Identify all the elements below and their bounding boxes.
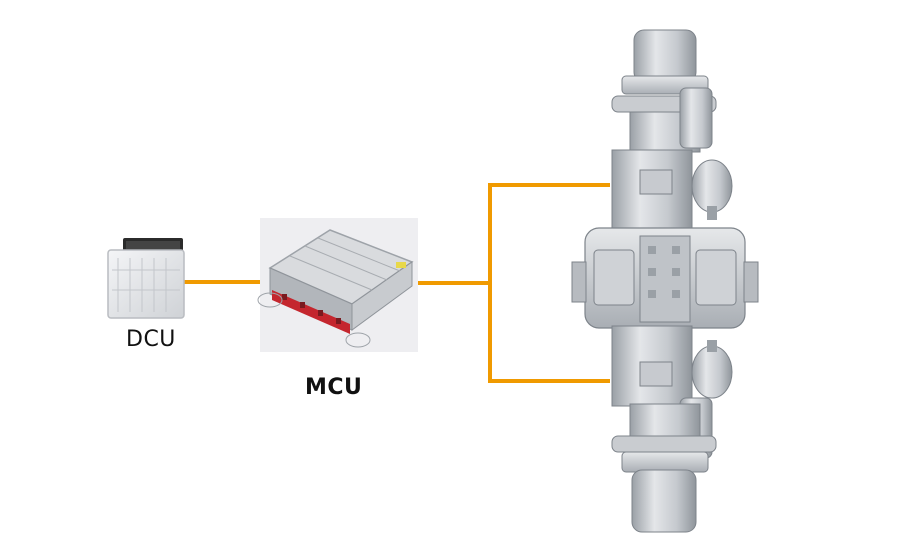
dcu-housing xyxy=(107,249,185,319)
dcu-unit xyxy=(107,238,185,319)
bottom-brake-chamber xyxy=(691,345,733,399)
bottom-wheel-hub xyxy=(631,469,697,533)
dcu-label: DCU xyxy=(126,327,176,352)
top-brake-chamber xyxy=(691,159,733,213)
right-motor-cover xyxy=(695,249,737,306)
mcu-label: MCU xyxy=(305,375,363,400)
left-motor-cover xyxy=(593,249,635,306)
top-wheel-hub xyxy=(633,29,697,83)
mcu-unit xyxy=(257,229,414,348)
drive-axle xyxy=(571,29,759,533)
mcu-red-terminals xyxy=(272,290,350,334)
connector-lines xyxy=(183,183,610,383)
bottom-brake-disc xyxy=(611,435,717,453)
axle-branch-connector xyxy=(488,183,610,383)
